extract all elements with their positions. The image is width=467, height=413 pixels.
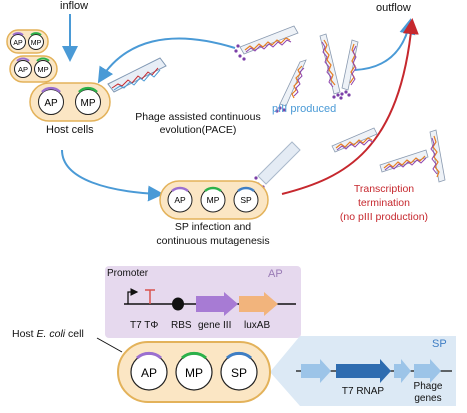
sp-infection-label-line2: continuous mutagenesis	[156, 235, 270, 247]
phage-middle	[275, 59, 307, 113]
host-ecoli-cell: AP MP SP	[117, 341, 271, 403]
transcription-label-line1: Transcription	[353, 183, 415, 195]
phage-infecting	[254, 141, 301, 189]
infected-cell-ap-label: AP	[174, 195, 186, 205]
inflow-label: inflow	[60, 0, 89, 12]
piii-produced-label: pIII produced	[272, 103, 337, 115]
infected-host-cell: AP MP SP	[159, 180, 269, 220]
sp-construct-panel	[270, 336, 456, 406]
small-cell-2-ap-label: AP	[18, 65, 28, 74]
phage-genes-label-line1: Phage	[413, 381, 443, 392]
transcription-label-line2: termination	[358, 197, 410, 209]
ap-panel-tag: AP	[268, 268, 283, 280]
phage-near-cells	[107, 57, 167, 93]
pace-label-line1: Phage assisted continuous	[135, 111, 261, 123]
host-ecoli-italic: E. coli	[36, 328, 66, 340]
large-cell-mp-label: MP	[81, 98, 96, 109]
phage-top-right	[319, 33, 343, 100]
phage-released-3	[429, 129, 446, 183]
ap-construct-panel	[105, 266, 301, 338]
ecoli-sp-label: SP	[231, 366, 247, 380]
large-cell-ap-label: AP	[44, 98, 58, 109]
promoter-label: Promoter	[107, 268, 149, 279]
phage-released-1	[331, 127, 378, 153]
host-ecoli-label: Host E. coli cell	[12, 328, 84, 340]
rbs-label: RBS	[171, 320, 192, 331]
t7-rnap-label: T7 RNAP	[341, 386, 385, 397]
gene-iii-label: gene III	[198, 320, 232, 331]
infected-cell-sp-label: SP	[240, 195, 252, 205]
phage-top-left	[234, 25, 299, 61]
t7-tphi-label: T7 TΦ	[130, 320, 159, 331]
small-cell-1-mp-label: MP	[31, 40, 42, 47]
transcription-to-outflow-arrow	[281, 18, 419, 195]
sp-panel-tag: SP	[432, 338, 447, 350]
large-host-cell: AP MP	[29, 82, 111, 122]
sp-infection-label-line1: SP infection and	[174, 221, 252, 233]
phage-released-2	[379, 149, 429, 173]
pace-label-line2: evolution(PACE)	[159, 124, 237, 136]
small-cell-2-mp-label: MP	[37, 65, 48, 74]
small-host-cell-2: AP MP	[9, 55, 58, 83]
host-cells-label: Host cells	[46, 124, 94, 136]
host-ecoli-prefix: Host	[12, 328, 37, 340]
small-host-cell-1: AP MP	[6, 29, 49, 54]
infected-cell-mp-label: MP	[207, 195, 220, 205]
small-cell-1-ap-label: AP	[13, 40, 23, 47]
outflow-label: outflow	[376, 2, 411, 14]
ecoli-mp-label: MP	[185, 366, 203, 380]
host-cell-pointer	[96, 337, 123, 353]
outflow-arrow	[354, 18, 416, 71]
phage-particles	[107, 25, 446, 189]
luxab-label: luxAB	[244, 320, 271, 331]
phage-to-cells-arrow	[97, 37, 236, 84]
cells-to-infection-arrow	[61, 149, 164, 202]
phage-genes-label-line2: genes	[414, 393, 442, 404]
ecoli-ap-label: AP	[141, 366, 157, 380]
host-ecoli-suffix: cell	[65, 328, 84, 340]
no-piii-label: (no pIII production)	[339, 211, 429, 223]
phage-right-middle	[340, 39, 359, 97]
